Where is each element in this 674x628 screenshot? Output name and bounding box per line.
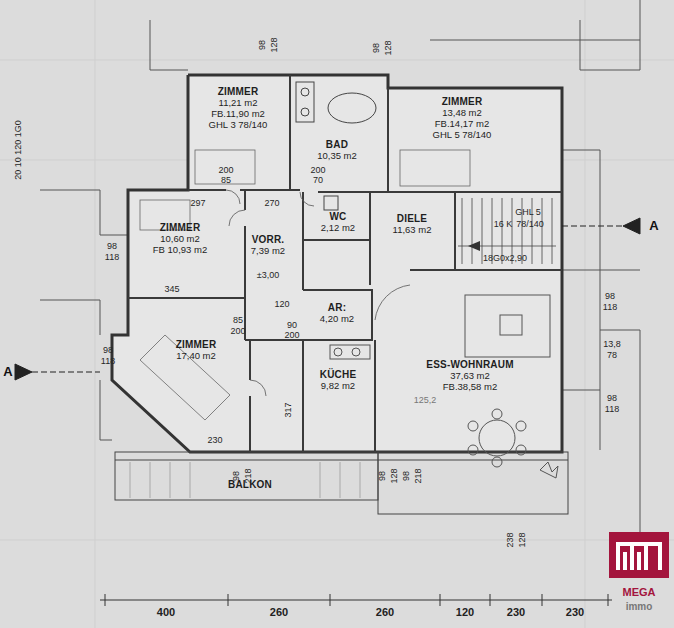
dimension-label: 98 bbox=[401, 470, 411, 482]
dimension-label: 78/140 bbox=[515, 219, 545, 229]
room-area: 7,39 m2 bbox=[251, 245, 285, 256]
room-name: DIELE bbox=[393, 213, 432, 224]
room-name: ZIMMER bbox=[153, 222, 207, 233]
dimension-label: 98 bbox=[604, 291, 616, 301]
dimension-label: 98 bbox=[231, 470, 241, 482]
room-area: FB.14,17 m2 bbox=[433, 118, 492, 129]
room-label: KÜCHE9,82 m2 bbox=[317, 368, 360, 392]
dimension-label: 90 bbox=[286, 320, 298, 330]
room-area: GHL 3 78/140 bbox=[209, 119, 268, 130]
room-area: 10,35 m2 bbox=[317, 150, 357, 161]
room-area: 17,40 m2 bbox=[176, 350, 217, 361]
dimension-label: 98 bbox=[371, 42, 381, 54]
room-area: 2,12 m2 bbox=[321, 222, 355, 233]
dimension-label: 400 bbox=[156, 606, 176, 618]
room-area: 11,63 m2 bbox=[393, 224, 432, 235]
room-name: VORR. bbox=[251, 234, 285, 245]
dimension-label: GHL 5 bbox=[514, 207, 542, 217]
room-name: ZIMMER bbox=[433, 96, 492, 107]
dimension-label: 345 bbox=[163, 284, 180, 294]
dimension-label: 128 bbox=[383, 39, 393, 56]
room-name: KÜCHE bbox=[320, 369, 357, 380]
dimension-label: 218 bbox=[413, 467, 423, 484]
room-label: ZIMMER10,60 m2FB 10,93 m2 bbox=[150, 221, 210, 256]
dimension-label: 297 bbox=[189, 198, 206, 208]
room-area: FB.38,58 m2 bbox=[426, 381, 513, 392]
dimension-label: 118 bbox=[104, 252, 120, 262]
dimension-label: 270 bbox=[263, 198, 280, 208]
dimension-label: 317 bbox=[283, 401, 293, 418]
room-label: ESS-WOHNRAUM37,63 m2FB.38,58 m2 bbox=[423, 358, 516, 393]
dimension-label: 200 bbox=[217, 165, 234, 175]
room-name: BAD bbox=[317, 139, 357, 150]
logo-text: immo bbox=[625, 601, 654, 612]
room-area: GHL 5 78/140 bbox=[433, 129, 492, 140]
room-area: 9,82 m2 bbox=[320, 380, 357, 391]
room-area: 13,48 m2 bbox=[433, 107, 492, 118]
dimension-label: 260 bbox=[269, 606, 289, 618]
dimension-label: A bbox=[648, 219, 659, 233]
room-label: DIELE11,63 m2 bbox=[390, 212, 435, 236]
dimension-label: 120 bbox=[455, 606, 475, 618]
dimension-label: 120 bbox=[273, 299, 290, 309]
room-area: FB.11,90 m2 bbox=[209, 108, 268, 119]
dimension-label: 20 10 120 1G0 bbox=[13, 119, 23, 181]
logo-text: MEGA bbox=[622, 586, 657, 598]
dimension-label: 230 bbox=[565, 606, 585, 618]
room-name: AR: bbox=[320, 302, 354, 313]
dimension-label: 200 bbox=[309, 165, 326, 175]
dimension-label: ±3,00 bbox=[256, 270, 280, 280]
room-label: BAD10,35 m2 bbox=[314, 138, 360, 162]
dimension-label: 118 bbox=[100, 356, 116, 366]
dimension-label: 13,8 bbox=[602, 339, 622, 349]
room-label: AR:4,20 m2 bbox=[317, 301, 357, 325]
dimension-label: 128 bbox=[269, 36, 279, 53]
room-label: VORR.7,39 m2 bbox=[248, 233, 288, 257]
dimension-label: 98 bbox=[102, 345, 114, 355]
dimension-label: 238 bbox=[505, 531, 515, 548]
dimension-label: 200 bbox=[283, 330, 300, 340]
room-area: 4,20 m2 bbox=[320, 313, 354, 324]
room-label: WC2,12 m2 bbox=[318, 210, 358, 234]
room-area: 11,21 m2 bbox=[209, 97, 268, 108]
room-area: FB 10,93 m2 bbox=[153, 244, 207, 255]
room-label: ZIMMER13,48 m2FB.14,17 m2GHL 5 78/140 bbox=[430, 95, 495, 141]
room-label: ZIMMER11,21 m2FB.11,90 m2GHL 3 78/140 bbox=[206, 85, 271, 131]
dimension-label: 85 bbox=[220, 175, 232, 185]
dimension-label: 18G0x2,90 bbox=[482, 253, 528, 263]
dimension-label: 70 bbox=[312, 175, 324, 185]
room-label: ZIMMER17,40 m2 bbox=[173, 338, 220, 362]
dimension-label: 230 bbox=[506, 606, 526, 618]
room-name: WC bbox=[321, 211, 355, 222]
logo-mark bbox=[609, 532, 669, 578]
dimension-label: 125,2 bbox=[413, 395, 438, 405]
dimension-label: 118 bbox=[604, 404, 620, 414]
room-name: ZIMMER bbox=[176, 339, 217, 350]
dimension-label: A bbox=[2, 365, 13, 379]
dimension-label: 260 bbox=[375, 606, 395, 618]
dimension-label: 78 bbox=[606, 350, 618, 360]
dimension-label: 118 bbox=[602, 302, 618, 312]
dimension-label: 98 bbox=[257, 39, 267, 51]
room-name: ESS-WOHNRAUM bbox=[426, 359, 513, 370]
dimension-label: 98 bbox=[377, 470, 387, 482]
room-area: 10,60 m2 bbox=[153, 233, 207, 244]
dimension-label: 85 bbox=[232, 315, 244, 325]
dimension-label: 128 bbox=[517, 531, 527, 548]
dimension-label: 218 bbox=[243, 467, 253, 484]
dimension-label: 230 bbox=[206, 435, 223, 445]
dimension-label: 98 bbox=[106, 241, 118, 251]
room-name: ZIMMER bbox=[209, 86, 268, 97]
dimension-label: 200 bbox=[229, 326, 246, 336]
dimension-label: 128 bbox=[389, 467, 399, 484]
dimension-label: 98 bbox=[606, 393, 618, 403]
room-area: 37,63 m2 bbox=[426, 370, 513, 381]
dimension-label: 16 K bbox=[493, 219, 514, 229]
